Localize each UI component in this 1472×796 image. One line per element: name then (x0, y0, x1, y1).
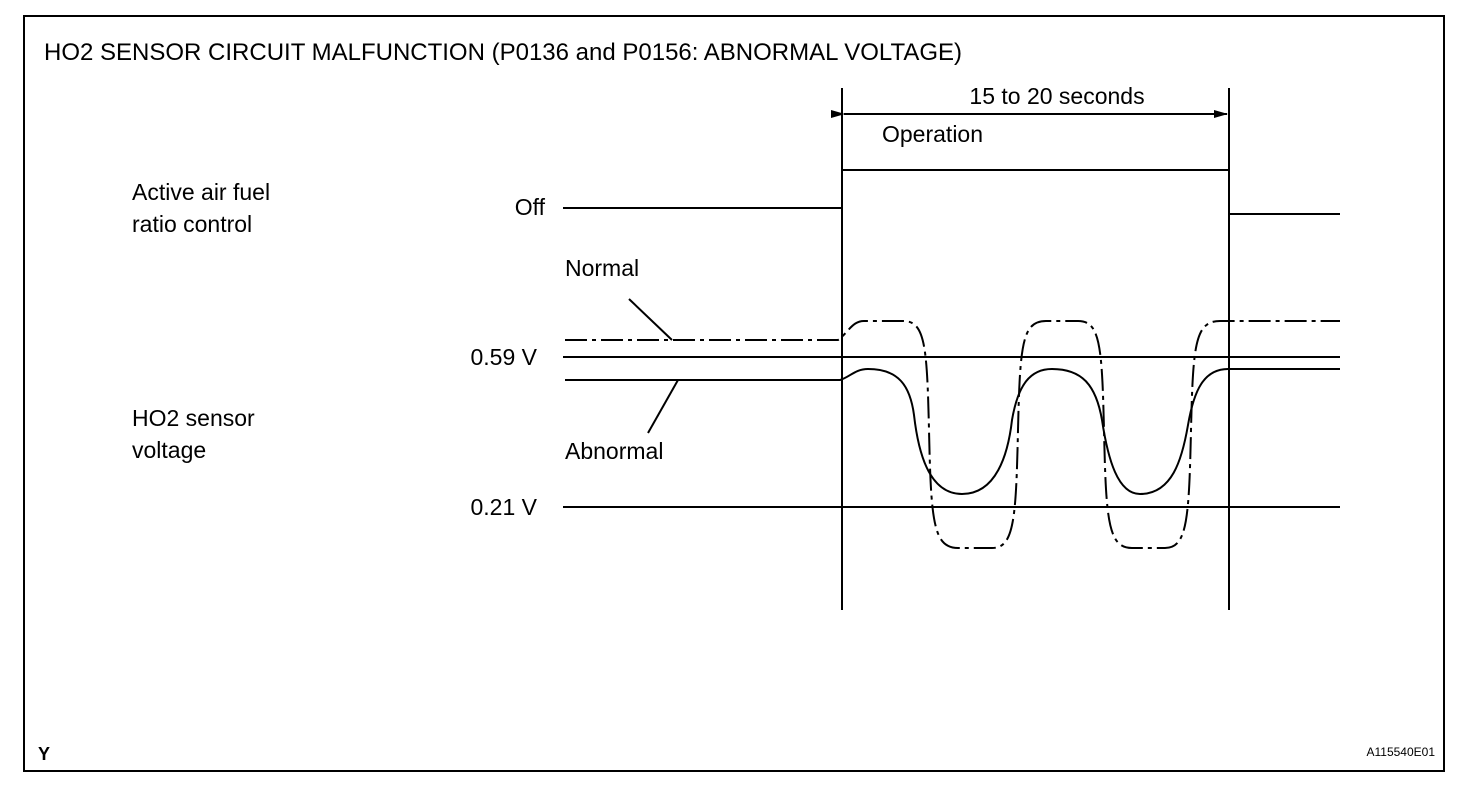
off-label: Off (515, 194, 546, 220)
control-label-line2: ratio control (132, 211, 252, 237)
normal-waveform (565, 320, 1340, 549)
operation-label: Operation (882, 121, 983, 147)
control-label-line1: Active air fuel (132, 179, 270, 205)
abnormal-leader-line (647, 379, 679, 434)
diagram-title: HO2 SENSOR CIRCUIT MALFUNCTION (P0136 an… (44, 39, 962, 66)
normal-label: Normal (565, 255, 639, 281)
sensor-label-line1: HO2 sensor (132, 405, 255, 431)
abnormal-label: Abnormal (565, 438, 663, 464)
duration-label: 15 to 20 seconds (969, 83, 1144, 109)
figure-id: A115540E01 (1366, 745, 1435, 759)
control-signal-line (563, 169, 1340, 215)
diagram-frame (23, 15, 1445, 772)
voltage-low-label: 0.21 V (471, 494, 538, 520)
sensor-label-line2: voltage (132, 437, 206, 463)
abnormal-waveform (565, 367, 1340, 496)
voltage-high-label: 0.59 V (471, 344, 538, 370)
corner-mark: Y (38, 744, 50, 764)
normal-leader-line (628, 298, 673, 341)
